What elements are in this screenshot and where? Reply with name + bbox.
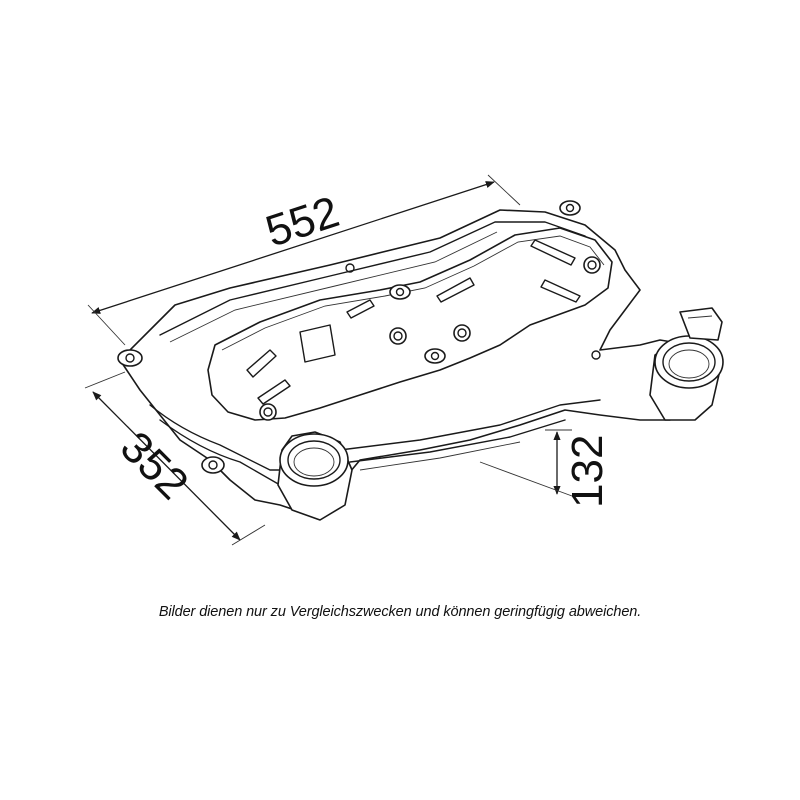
mount-ear-3 [559, 200, 581, 216]
dimension-height: 132 [479, 429, 612, 508]
dimension-length-label: 552 [260, 187, 345, 256]
bolt-3 [453, 324, 471, 342]
bolt-2 [389, 327, 407, 345]
mount-ear-1 [117, 349, 143, 367]
mount-ear-2 [201, 456, 225, 474]
bolt-4 [583, 256, 601, 274]
mount-ear-4 [389, 284, 411, 300]
dimension-height-label: 132 [563, 435, 612, 508]
bolt-1 [259, 403, 277, 421]
outlet-port [649, 307, 724, 421]
inlet-port [277, 431, 353, 521]
disclaimer-text: Bilder dienen nur zu Vergleichszwecken u… [158, 604, 642, 620]
mount-ear-5 [424, 348, 446, 364]
